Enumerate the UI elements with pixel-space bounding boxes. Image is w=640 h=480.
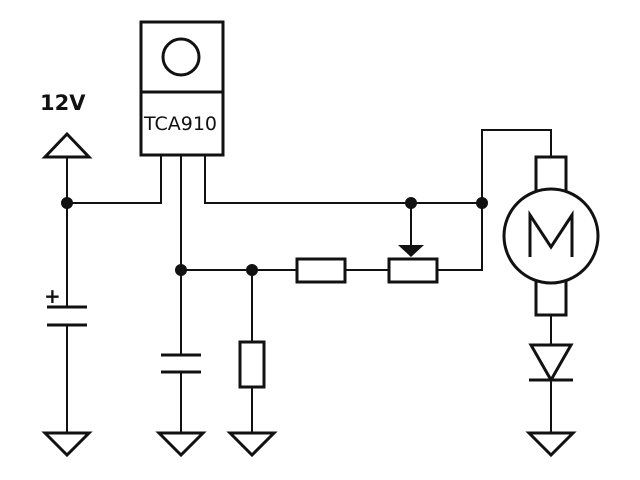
diode-icon (528, 343, 574, 384)
resistor-horizontal (295, 257, 347, 284)
ic-mounting-hole-icon (161, 37, 201, 77)
supply-label: 12V (40, 91, 86, 115)
ground-icon (41, 431, 93, 458)
capacitor (161, 353, 201, 374)
junction-dot-motor (476, 197, 488, 209)
ic-label: TCA910 (143, 113, 217, 135)
resistor-vertical (238, 340, 266, 389)
potentiometer-icon (387, 245, 439, 284)
electrolytic-capacitor (47, 305, 87, 327)
ground-icon (226, 431, 278, 458)
ic-package (139, 20, 225, 157)
motor-icon (502, 155, 600, 317)
supply-arrow-icon (41, 131, 93, 159)
capacitor-plus-mark: + (44, 284, 61, 308)
ground-icon (155, 431, 207, 458)
ground-icon (525, 431, 577, 458)
